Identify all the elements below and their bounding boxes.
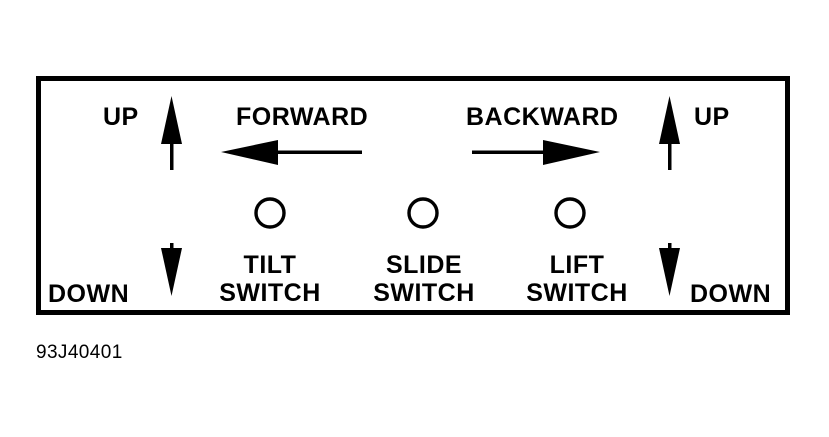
- circle-icon: [554, 197, 586, 229]
- slide-switch[interactable]: SLIDE SWITCH: [373, 197, 475, 307]
- circle-icon: [254, 197, 286, 229]
- lift-switch-label-line1: LIFT: [550, 251, 605, 279]
- left-up-label: UP: [103, 103, 139, 131]
- right-vertical-control: UP DOWN: [659, 96, 771, 308]
- arrow-up-icon: [161, 96, 182, 170]
- tilt-switch-label-line2: SWITCH: [219, 279, 321, 307]
- lift-switch[interactable]: LIFT SWITCH: [526, 197, 628, 307]
- right-down-label: DOWN: [690, 280, 771, 308]
- arrow-up-icon: [659, 96, 680, 170]
- tilt-switch[interactable]: TILT SWITCH: [219, 197, 321, 307]
- arrow-down-icon: [161, 243, 182, 296]
- left-down-label: DOWN: [48, 280, 129, 308]
- figure-caption: 93J40401: [36, 342, 123, 363]
- arrow-down-icon: [659, 243, 680, 296]
- circle-icon: [407, 197, 439, 229]
- lift-switch-label-line2: SWITCH: [526, 279, 628, 307]
- tilt-switch-label-line1: TILT: [244, 251, 297, 279]
- slide-switch-label-line1: SLIDE: [386, 251, 462, 279]
- right-up-label: UP: [694, 103, 730, 131]
- arrow-right-icon: [472, 140, 600, 165]
- slide-switch-label-line2: SWITCH: [373, 279, 475, 307]
- forward-label: FORWARD: [236, 103, 368, 131]
- backward-label: BACKWARD: [466, 103, 619, 131]
- left-vertical-control: UP DOWN: [48, 96, 182, 308]
- panel-frame: [36, 76, 790, 315]
- backward-indicator: BACKWARD: [466, 103, 619, 165]
- forward-indicator: FORWARD: [221, 103, 368, 165]
- arrow-left-icon: [221, 140, 362, 165]
